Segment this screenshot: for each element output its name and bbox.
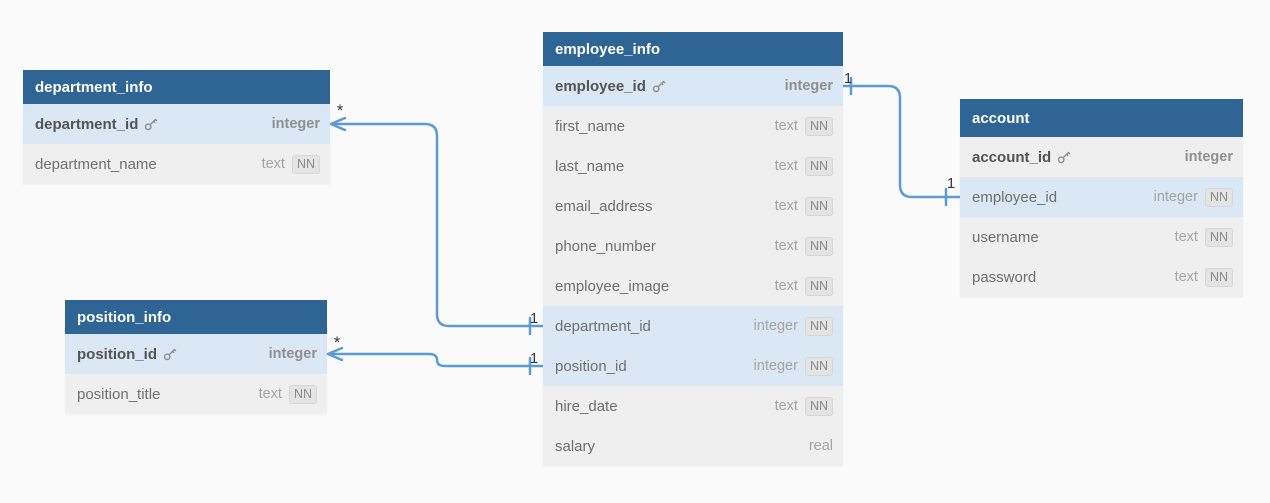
column-type: text [774, 118, 798, 134]
column-name: position_id [77, 345, 157, 363]
column-name: position_title [77, 385, 161, 403]
relationship-employee-account: 1 1 [843, 70, 960, 207]
column-row[interactable]: position_id integer NN [543, 346, 843, 386]
column-name: email_address [555, 197, 653, 215]
table-header[interactable]: employee_info [543, 32, 843, 66]
cardinality-label: 1 [530, 350, 538, 367]
column-row[interactable]: email_address text NN [543, 186, 843, 226]
primary-key-icon [1057, 150, 1071, 164]
column-type: text [774, 398, 798, 414]
column-type: integer [271, 116, 320, 132]
column-name: username [972, 228, 1039, 246]
column-row[interactable]: hire_date text NN [543, 386, 843, 426]
not-null-badge: NN [804, 236, 833, 256]
column-name: first_name [555, 117, 626, 135]
column-name: position_id [555, 357, 627, 375]
primary-key-icon [163, 347, 177, 361]
relationship-position-employee: * 1 [326, 333, 543, 376]
not-null-badge: NN [804, 156, 833, 176]
relationship-line[interactable] [328, 352, 543, 368]
column-name: employee_id [555, 77, 646, 95]
column-name: hire_date [555, 397, 618, 415]
primary-key-icon [144, 117, 158, 131]
relationship-department-employee: * 1 [329, 101, 543, 336]
column-type: text [774, 158, 798, 174]
table-header[interactable]: account [960, 99, 1243, 137]
not-null-badge: NN [1204, 227, 1233, 247]
not-null-badge: NN [1204, 267, 1233, 287]
table-title: account [972, 109, 1030, 127]
column-name: department_id [555, 317, 651, 335]
column-type: integer [784, 78, 833, 94]
table-title: position_info [77, 308, 172, 326]
column-name: department_id [35, 115, 139, 133]
not-null-badge: NN [804, 196, 833, 216]
column-name: last_name [555, 157, 625, 175]
column-row[interactable]: first_name text NN [543, 106, 843, 146]
relationship-line[interactable] [331, 122, 543, 328]
cardinality-label: 1 [530, 310, 538, 327]
column-row[interactable]: employee_id integer [543, 66, 843, 106]
column-type: text [1174, 229, 1198, 245]
column-name: employee_image [555, 277, 670, 295]
column-row[interactable]: employee_id integer NN [960, 177, 1243, 217]
table-position-info[interactable]: position_info position_id integer positi… [65, 300, 327, 414]
column-type: text [258, 386, 282, 402]
column-row[interactable]: department_id integer NN [543, 306, 843, 346]
not-null-badge: NN [804, 116, 833, 136]
not-null-badge: NN [291, 154, 320, 174]
table-title: employee_info [555, 40, 661, 58]
not-null-badge: NN [804, 396, 833, 416]
column-row[interactable]: username text NN [960, 217, 1243, 257]
cardinality-label: * [334, 333, 341, 352]
relationship-line[interactable] [843, 84, 960, 199]
column-type: integer [753, 318, 798, 334]
column-name: password [972, 268, 1037, 286]
column-row[interactable]: department_name text NN [23, 144, 330, 184]
column-row[interactable]: phone_number text NN [543, 226, 843, 266]
cardinality-label: 1 [844, 70, 852, 87]
column-type: text [774, 278, 798, 294]
column-type: integer [753, 358, 798, 374]
column-row[interactable]: last_name text NN [543, 146, 843, 186]
primary-key-icon [652, 79, 666, 93]
column-row[interactable]: employee_image text NN [543, 266, 843, 306]
column-type: text [774, 198, 798, 214]
column-name: account_id [972, 148, 1052, 166]
table-header[interactable]: department_info [23, 70, 330, 104]
column-type: text [261, 156, 285, 172]
cardinality-label: 1 [947, 175, 955, 192]
not-null-badge: NN [804, 276, 833, 296]
not-null-badge: NN [804, 356, 833, 376]
column-row[interactable]: salary real [543, 426, 843, 466]
column-row[interactable]: department_id integer [23, 104, 330, 144]
column-type: real [808, 438, 833, 454]
not-null-badge: NN [804, 316, 833, 336]
column-row[interactable]: position_id integer [65, 334, 327, 374]
not-null-badge: NN [1204, 187, 1233, 207]
column-row[interactable]: position_title text NN [65, 374, 327, 414]
cardinality-label: * [337, 101, 344, 120]
column-type: text [774, 238, 798, 254]
table-department-info[interactable]: department_info department_id integer de… [23, 70, 330, 184]
column-row[interactable]: account_id integer [960, 137, 1243, 177]
column-name: salary [555, 437, 596, 455]
column-row[interactable]: password text NN [960, 257, 1243, 297]
table-account[interactable]: account account_id integer employee_id i… [960, 99, 1243, 297]
column-type: integer [268, 346, 317, 362]
table-employee-info[interactable]: employee_info employee_id integer first_… [543, 32, 843, 466]
column-name: employee_id [972, 188, 1058, 206]
column-type: integer [1184, 149, 1233, 165]
table-title: department_info [35, 78, 153, 96]
column-type: text [1174, 269, 1198, 285]
column-name: department_name [35, 155, 157, 173]
table-header[interactable]: position_info [65, 300, 327, 334]
column-type: integer [1153, 189, 1198, 205]
not-null-badge: NN [288, 384, 317, 404]
column-name: phone_number [555, 237, 656, 255]
